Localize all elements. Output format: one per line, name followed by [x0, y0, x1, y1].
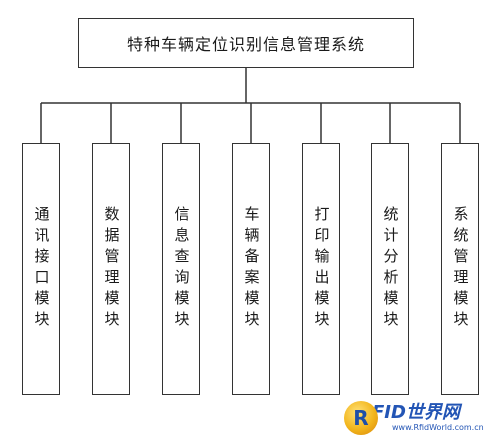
module-label: 车辆备案模块 — [242, 206, 261, 332]
module-node-communication: 通讯接口模块 — [22, 143, 60, 395]
module-label: 打印输出模块 — [312, 206, 331, 332]
module-label: 统计分析模块 — [381, 206, 400, 332]
module-node-vehicle-registration: 车辆备案模块 — [232, 143, 270, 395]
module-node-print-output: 打印输出模块 — [302, 143, 340, 395]
root-node: 特种车辆定位识别信息管理系统 — [78, 18, 414, 68]
module-node-data-management: 数据管理模块 — [92, 143, 130, 395]
module-node-info-query: 信息查询模块 — [162, 143, 200, 395]
watermark-url: www.RfidWorld.com.cn — [392, 423, 484, 432]
module-label: 数据管理模块 — [102, 206, 121, 332]
root-node-label: 特种车辆定位识别信息管理系统 — [126, 35, 365, 54]
module-node-statistics: 统计分析模块 — [371, 143, 409, 395]
rfidworld-watermark: R FID世界网 www.RfidWorld.com.cn — [344, 398, 494, 438]
module-label: 信息查询模块 — [172, 206, 191, 332]
module-node-system-management: 系统管理模块 — [441, 143, 479, 395]
module-label: 系统管理模块 — [451, 206, 470, 332]
watermark-brand: FID世界网 — [372, 402, 460, 423]
watermark-logo-icon: R — [344, 401, 378, 435]
module-label: 通讯接口模块 — [32, 206, 51, 332]
